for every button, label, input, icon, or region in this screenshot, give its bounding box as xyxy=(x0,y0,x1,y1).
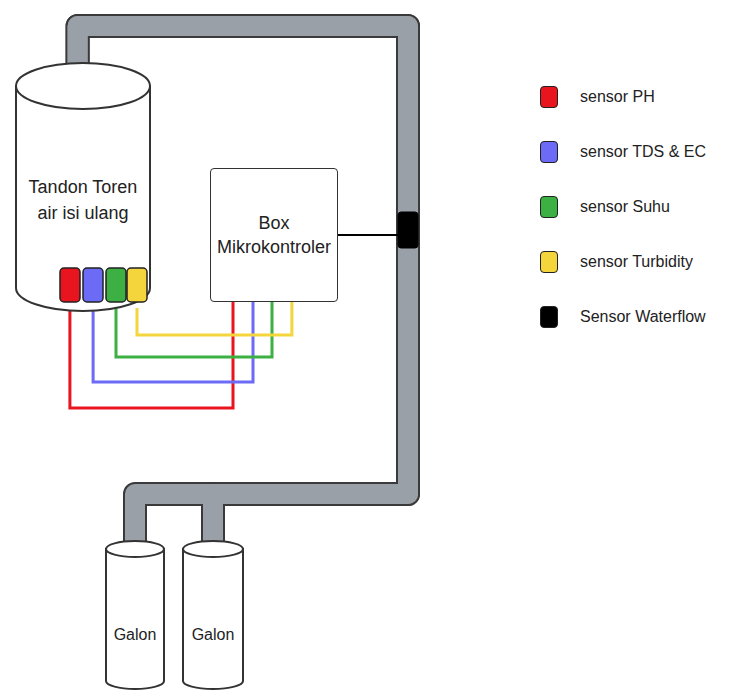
cylinder-top xyxy=(183,541,243,557)
legend-row: sensor Suhu xyxy=(540,196,670,218)
sensor-probe xyxy=(127,268,147,302)
controller-box: Box Mikrokontroler xyxy=(210,168,338,302)
legend-swatch xyxy=(540,196,558,218)
signal-wire xyxy=(338,234,398,236)
legend-label: Sensor Waterflow xyxy=(580,308,706,326)
legend-swatch xyxy=(540,306,558,328)
legend-swatch xyxy=(540,251,558,273)
label-holder: Galon xyxy=(105,622,165,648)
legend-label: sensor TDS & EC xyxy=(580,143,706,161)
legend-label: sensor Turbidity xyxy=(580,253,693,271)
cylinder-body xyxy=(16,86,150,311)
legend-row: Sensor Waterflow xyxy=(540,306,706,328)
gallon-bottle: Galon xyxy=(105,540,165,690)
node-label: Galon xyxy=(114,622,157,648)
legend-row: sensor TDS & EC xyxy=(540,141,706,163)
node-label: Tandon Toren air isi ulang xyxy=(20,174,146,226)
cylinder-body xyxy=(106,549,164,689)
legend-row: sensor PH xyxy=(540,86,655,108)
node-label: Galon xyxy=(192,622,235,648)
gallon-bottle: Galon xyxy=(182,540,244,690)
sensor-probe xyxy=(60,268,80,302)
cylinder-outline xyxy=(182,540,244,690)
sensor-wire xyxy=(116,302,272,357)
waterflow-sensor xyxy=(398,212,418,248)
label-holder: Galon xyxy=(182,622,244,648)
cylinder-top xyxy=(16,63,150,109)
cylinder-top xyxy=(106,541,164,557)
sensor-wire xyxy=(137,302,292,335)
legend-label: sensor Suhu xyxy=(580,198,670,216)
node-label: Box Mikrokontroler xyxy=(217,211,331,259)
legend-swatch xyxy=(540,86,558,108)
water-tank: Tandon Toren air isi ulang xyxy=(15,62,151,312)
legend-label: sensor PH xyxy=(580,88,655,106)
cylinder-body xyxy=(183,549,243,689)
label-holder: Tandon Toren air isi ulang xyxy=(15,174,151,226)
legend-row: sensor Turbidity xyxy=(540,251,693,273)
wire-layer xyxy=(70,302,292,408)
legend-swatch xyxy=(540,141,558,163)
sensor-probe xyxy=(106,268,126,302)
sensor-probe xyxy=(83,268,103,302)
cylinder-outline xyxy=(105,540,165,690)
